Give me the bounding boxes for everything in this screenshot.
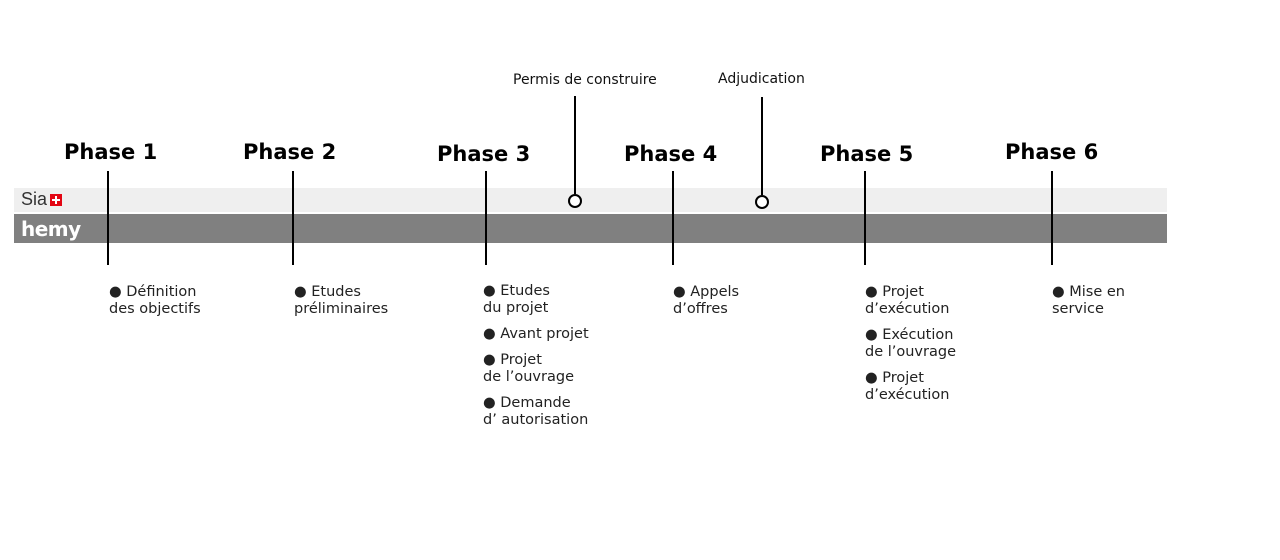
sia-label: Sia (21, 189, 48, 209)
phase-1-line (107, 171, 109, 265)
hemy-band (14, 214, 1167, 243)
phase-1-title: Phase 1 (64, 140, 158, 164)
phase-3-line (485, 171, 487, 265)
circle-marker-icon (755, 195, 769, 209)
hemy-logo: hemy (21, 217, 81, 241)
phase-6-line (1051, 171, 1053, 265)
swiss-flag-icon (50, 194, 62, 206)
milestone-permis-label: Permis de construire (513, 72, 657, 88)
sia-band (14, 188, 1167, 212)
phase-5-title: Phase 5 (820, 142, 914, 166)
list-item: ● Avant projet (483, 326, 589, 342)
phase-4-title: Phase 4 (624, 142, 718, 166)
milestone-adjudication-line (761, 97, 763, 195)
phase-3-title: Phase 3 (437, 142, 531, 166)
phase-4-line (672, 171, 674, 265)
phase-6-title: Phase 6 (1005, 140, 1099, 164)
milestone-adjudication-label: Adjudication (718, 71, 805, 87)
phase-5-line (864, 171, 866, 265)
circle-marker-icon (568, 194, 582, 208)
phase-2-line (292, 171, 294, 265)
milestone-permis-line (574, 96, 576, 194)
phase-2-title: Phase 2 (243, 140, 337, 164)
